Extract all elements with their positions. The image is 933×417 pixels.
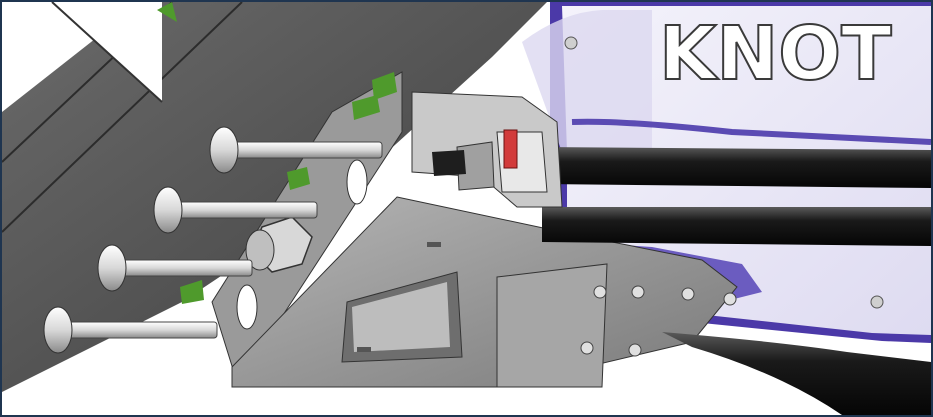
screw-icon [870, 295, 884, 309]
bolt [43, 306, 218, 354]
hex-nut [245, 216, 313, 273]
cable-clamp [411, 91, 563, 208]
screw-icon [628, 343, 642, 357]
mounting-plate [2, 2, 547, 392]
bolt [97, 244, 253, 292]
cables [542, 147, 931, 415]
screw-icon [564, 36, 578, 50]
knot-logo-text: KNOT [659, 11, 892, 97]
bracket [231, 196, 738, 388]
screw-icon [631, 285, 645, 299]
red-clip [503, 129, 518, 169]
screw-icon [681, 287, 695, 301]
screw-icon [580, 341, 594, 355]
screw-icon [723, 292, 737, 306]
bolts [43, 126, 383, 354]
bolt [209, 126, 383, 174]
screw-icon [593, 285, 607, 299]
bolt [153, 186, 318, 234]
